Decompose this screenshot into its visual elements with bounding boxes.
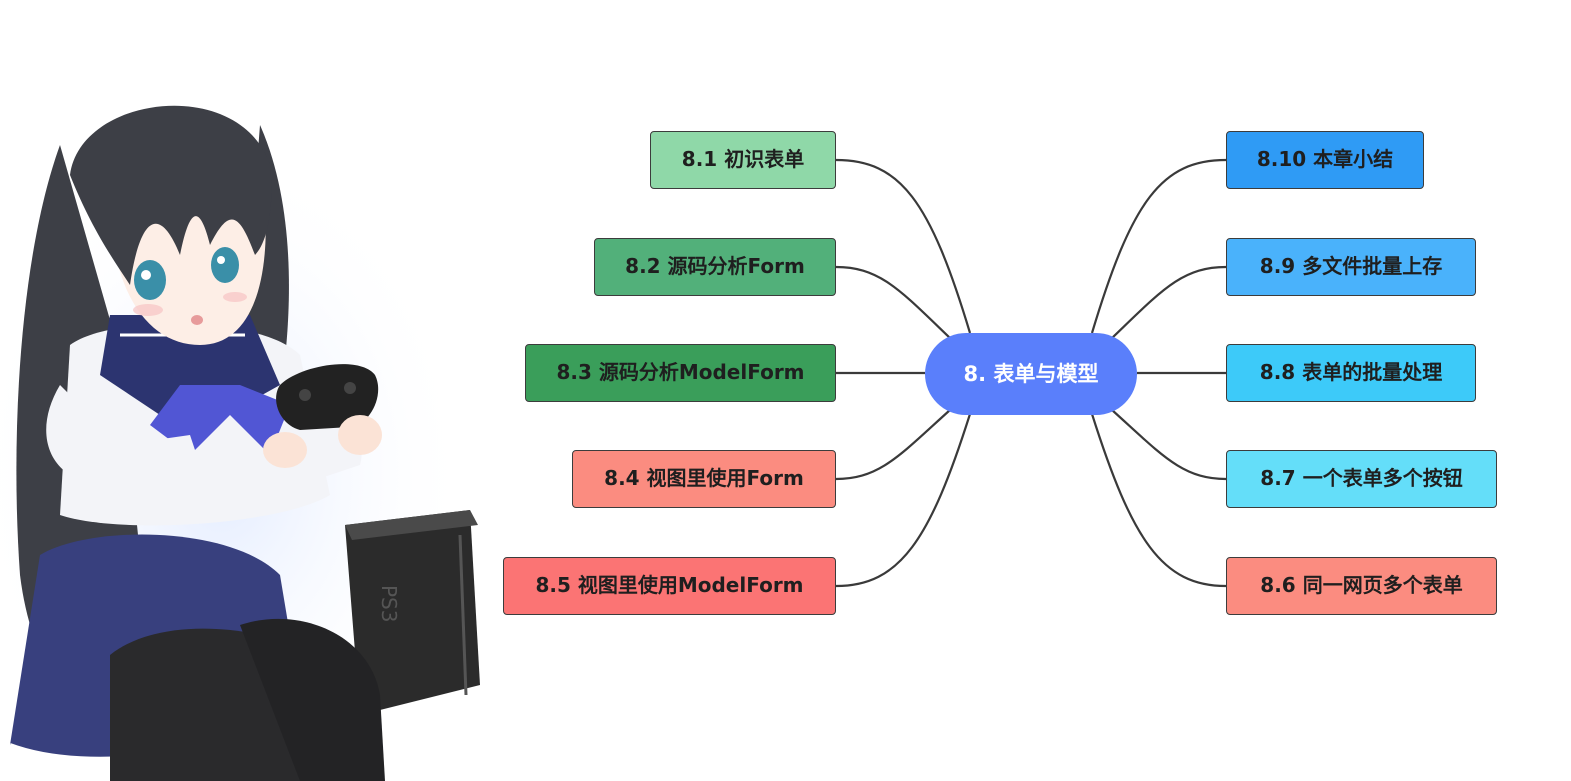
- connector-8-4: [835, 409, 951, 481]
- topic-node-8-2[interactable]: 8.2 源码分析Form: [594, 238, 836, 296]
- topic-node-8-4[interactable]: 8.4 视图里使用Form: [572, 450, 836, 508]
- svg-text:PS3: PS3: [377, 585, 401, 622]
- connector-8-6: [1090, 413, 1227, 588]
- connector-8-9: [1111, 265, 1227, 339]
- topic-label: 8.1 初识表单: [681, 147, 805, 171]
- topic-label: 8.3 源码分析ModelForm: [556, 360, 805, 384]
- hair-bangs: [70, 105, 272, 285]
- connector-8-5: [835, 413, 972, 588]
- connector-8-2: [835, 265, 951, 339]
- topic-label: 8.6 同一网页多个表单: [1260, 573, 1463, 597]
- topic-label: 8.4 视图里使用Form: [604, 466, 804, 490]
- topic-node-8-10[interactable]: 8.10 本章小结: [1226, 131, 1424, 189]
- connector-8-10: [1090, 158, 1227, 334]
- topic-node-8-8[interactable]: 8.8 表单的批量处理: [1226, 344, 1476, 402]
- topic-node-8-5[interactable]: 8.5 视图里使用ModelForm: [503, 557, 836, 615]
- topic-label: 8.5 视图里使用ModelForm: [535, 573, 804, 597]
- topic-node-8-9[interactable]: 8.9 多文件批量上存: [1226, 238, 1476, 296]
- topic-node-8-6[interactable]: 8.6 同一网页多个表单: [1226, 557, 1497, 615]
- center-node-label: 8. 表单与模型: [963, 362, 1099, 386]
- topic-label: 8.10 本章小结: [1256, 147, 1394, 171]
- connector-8-1: [835, 158, 972, 334]
- mindmap-center-node[interactable]: 8. 表单与模型: [925, 333, 1137, 415]
- topic-node-8-1[interactable]: 8.1 初识表单: [650, 131, 836, 189]
- topic-label: 8.7 一个表单多个按钮: [1260, 466, 1463, 490]
- topic-label: 8.9 多文件批量上存: [1259, 254, 1443, 278]
- topic-label: 8.2 源码分析Form: [625, 254, 805, 278]
- game-console: PS3: [345, 510, 480, 715]
- connector-8-7: [1111, 409, 1227, 481]
- anime-girl-illustration: PS3: [0, 105, 480, 781]
- gamepad-icon: [276, 364, 379, 430]
- topic-label: 8.8 表单的批量处理: [1259, 360, 1443, 384]
- topic-node-8-7[interactable]: 8.7 一个表单多个按钮: [1226, 450, 1497, 508]
- topic-node-8-3[interactable]: 8.3 源码分析ModelForm: [525, 344, 836, 402]
